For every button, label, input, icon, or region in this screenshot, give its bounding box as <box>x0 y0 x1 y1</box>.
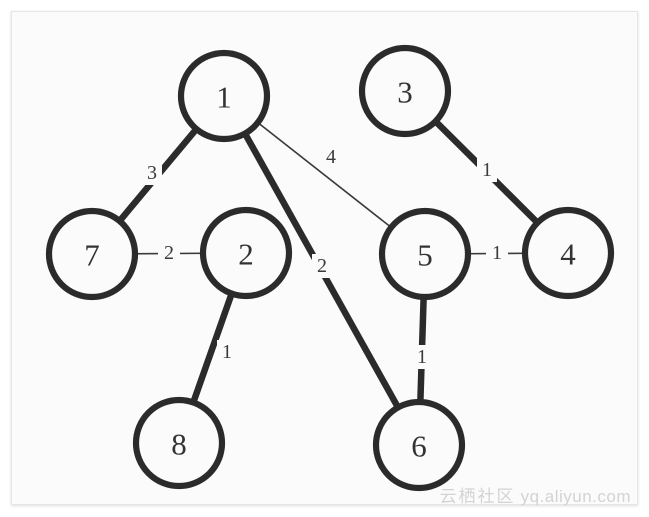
watermark-domain-text: yq.aliyun.com <box>520 487 631 506</box>
edge-label-5-6: 1 <box>417 346 427 368</box>
node-6[interactable]: 6 <box>372 398 466 492</box>
node-7-circle[interactable] <box>45 207 139 301</box>
node-1-label: 1 <box>216 80 232 115</box>
edge-label-5-4-halo <box>486 241 508 265</box>
node-4-label: 4 <box>560 237 576 272</box>
edge-label-2-8-halo <box>217 340 237 364</box>
node-8[interactable]: 8 <box>132 396 226 490</box>
node-2-circle[interactable] <box>199 206 293 300</box>
edge-label-1-7: 3 <box>147 162 157 184</box>
edge-label-1-5: 4 <box>326 146 336 168</box>
edge-label-5-6-halo <box>412 345 432 369</box>
edge-label-3-4-group: 1 <box>477 158 497 182</box>
edge-label-2-8-group: 1 <box>217 340 237 364</box>
node-layer: 1 3 7 2 5 4 8 <box>45 44 615 492</box>
edge-label-7-2-group: 2 <box>158 241 180 265</box>
edge-label-5-4-group: 1 <box>486 241 508 265</box>
node-8-label: 8 <box>171 427 187 462</box>
watermark-chinese-text: 云栖社区 <box>439 487 516 506</box>
node-1-circle[interactable] <box>177 49 271 143</box>
edge-label-3-4: 1 <box>482 159 492 181</box>
node-3-label: 3 <box>397 75 413 110</box>
edge-label-3-4-halo <box>477 158 497 182</box>
edge-label-1-6: 2 <box>317 255 327 277</box>
edge-label-1-7-group: 3 <box>142 161 162 185</box>
node-7[interactable]: 7 <box>45 207 139 301</box>
edge-label-1-6-group: 2 <box>312 254 332 278</box>
node-6-circle[interactable] <box>372 398 466 492</box>
edge-label-5-6-group: 1 <box>412 345 432 369</box>
node-4[interactable]: 4 <box>521 206 615 300</box>
node-2-label: 2 <box>238 237 254 272</box>
edge-label-1-7-halo <box>142 161 162 185</box>
edge-label-2-8: 1 <box>222 341 232 363</box>
node-5[interactable]: 5 <box>378 207 472 301</box>
edge-label-1-6-halo <box>312 254 332 278</box>
node-4-circle[interactable] <box>521 206 615 300</box>
node-7-label: 7 <box>84 238 100 273</box>
node-1[interactable]: 1 <box>177 49 271 143</box>
edge-label-5-4: 1 <box>492 242 502 264</box>
edge-label-1-5-halo <box>321 145 341 169</box>
node-6-label: 6 <box>411 429 427 464</box>
edge-label-7-2-halo <box>158 241 180 265</box>
node-5-circle[interactable] <box>378 207 472 301</box>
node-3[interactable]: 3 <box>358 44 452 138</box>
node-2[interactable]: 2 <box>199 206 293 300</box>
node-8-circle[interactable] <box>132 396 226 490</box>
edge-label-7-2: 2 <box>164 242 174 264</box>
node-5-label: 5 <box>417 238 433 273</box>
edge-label-1-5-group: 4 <box>321 145 341 169</box>
edge-label-layer: 3 4 2 1 2 1 1 <box>142 145 508 369</box>
node-3-circle[interactable] <box>358 44 452 138</box>
